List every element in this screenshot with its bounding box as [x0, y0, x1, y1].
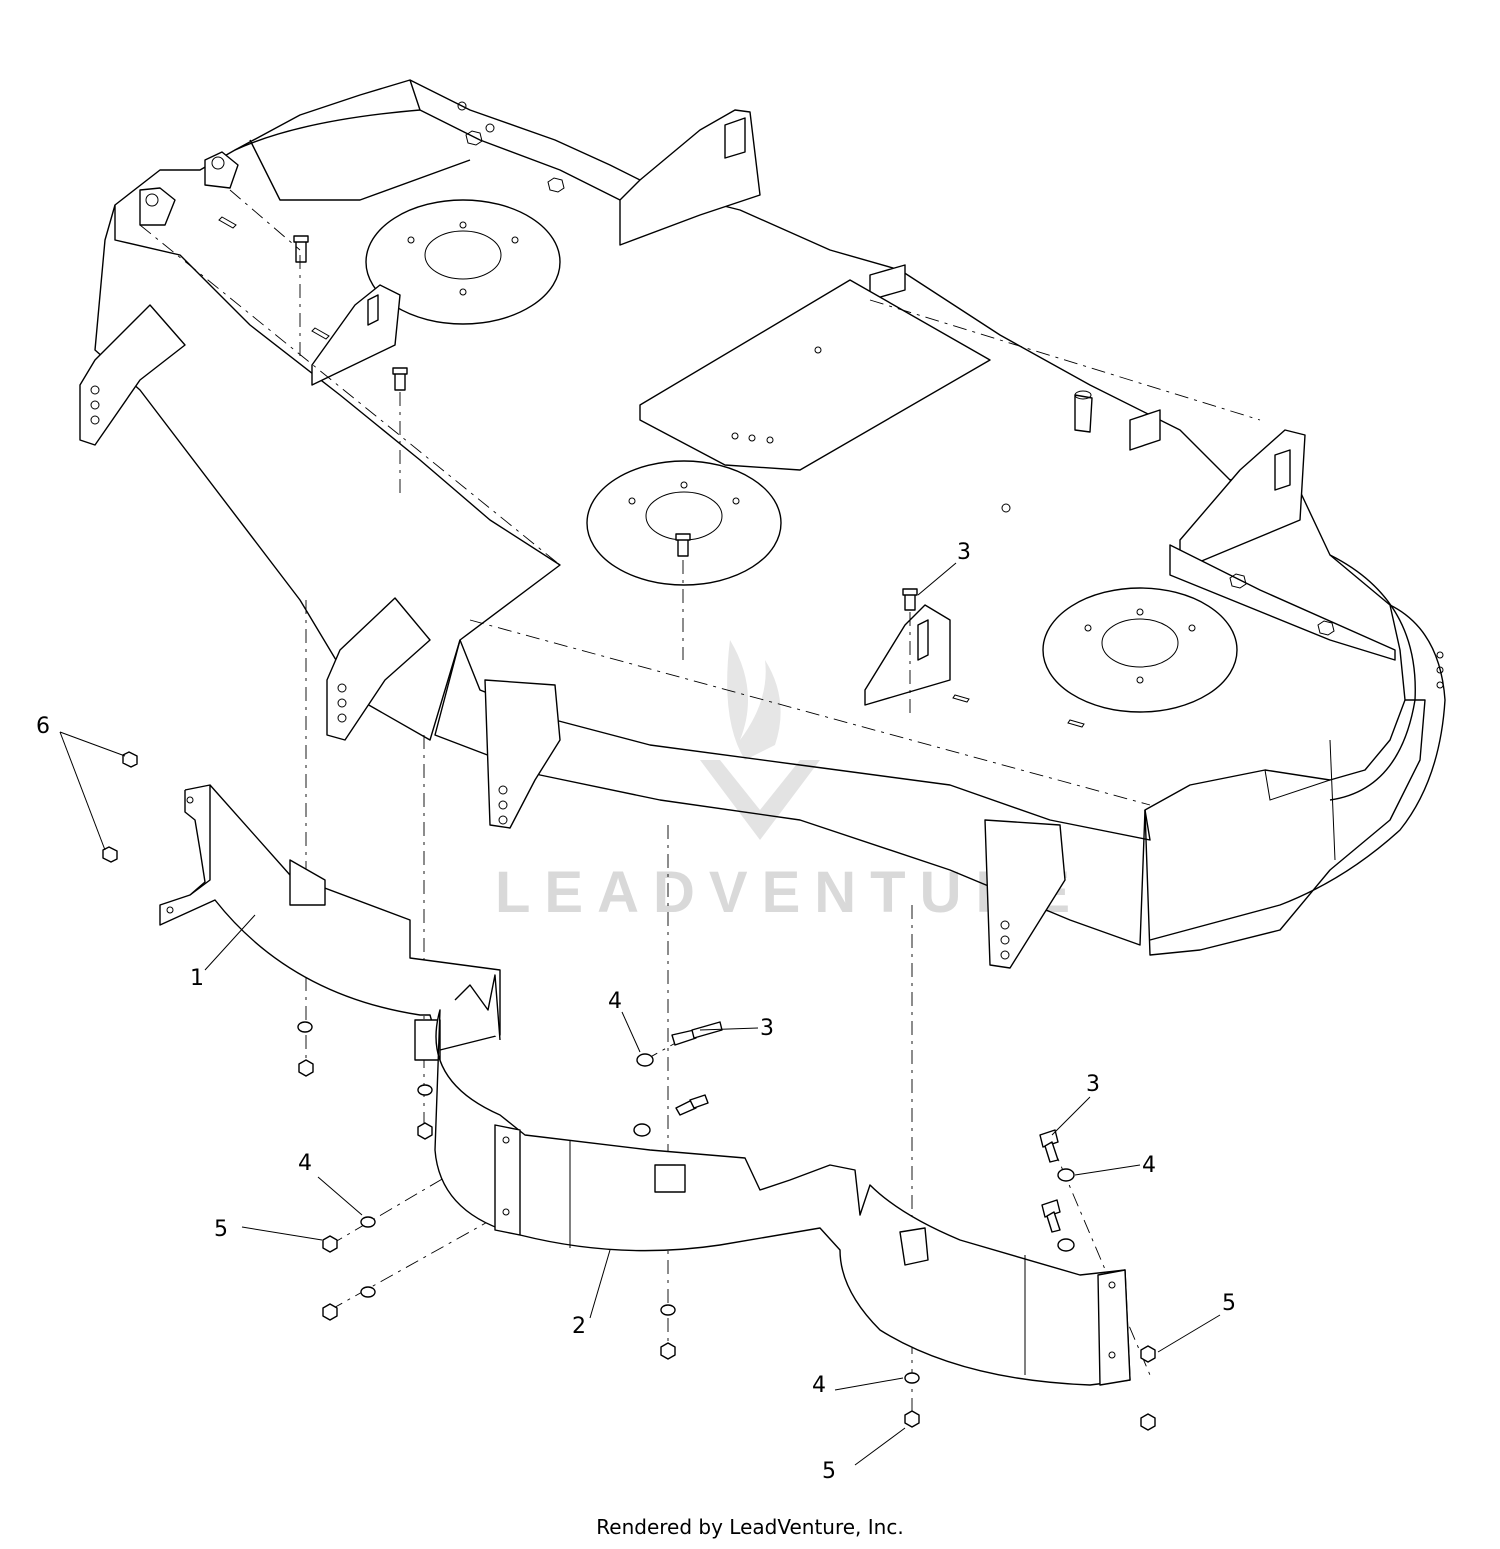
bolt-3-right-lower — [1041, 1199, 1061, 1233]
spindle-plate-right — [1042, 587, 1238, 713]
callout-2: 2 — [572, 1314, 586, 1339]
callout-4d: 4 — [812, 1373, 826, 1398]
callout-1: 1 — [190, 966, 204, 991]
callout-4c: 4 — [1142, 1153, 1156, 1178]
bolt-3-right-upper — [1039, 1129, 1059, 1163]
part-1-left-baffle — [159, 784, 501, 1061]
callout-3a: 3 — [760, 1016, 774, 1041]
spindle-plate-left — [365, 199, 561, 325]
callout-3b: 3 — [1086, 1072, 1100, 1097]
callout-5b: 5 — [1222, 1291, 1236, 1316]
leader-lines — [59, 562, 1221, 1466]
watermark-text: LEADVENTURE — [495, 860, 1084, 925]
bolt-3-mid — [675, 1094, 709, 1116]
callouts: 6 1 2 4 3 4 5 3 4 5 4 5 3 — [36, 540, 1236, 1484]
callout-4b: 4 — [298, 1151, 312, 1176]
spindle-plate-center — [586, 460, 782, 586]
callout-5a: 5 — [214, 1217, 228, 1242]
rail-bolts — [457, 101, 1444, 689]
callout-5c: 5 — [822, 1459, 836, 1484]
render-credit: Rendered by LeadVenture, Inc. — [596, 1515, 904, 1539]
part-2-center-baffle — [434, 1009, 1131, 1386]
callout-4a: 4 — [608, 989, 622, 1014]
mower-deck — [79, 79, 1446, 969]
bolt-3-upper — [671, 1021, 723, 1046]
deck-brackets — [79, 304, 1066, 969]
callout-6: 6 — [36, 714, 50, 739]
callout-3c: 3 — [957, 540, 971, 565]
watermark: LEADVENTURE — [495, 640, 1084, 925]
